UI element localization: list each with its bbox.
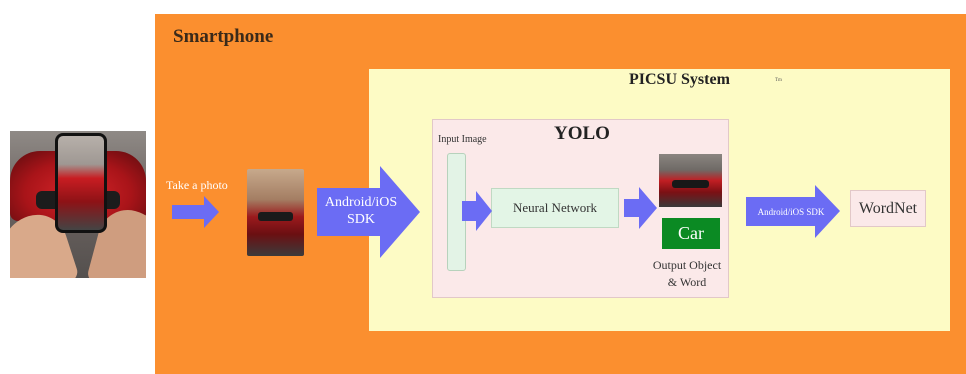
take-photo-label: Take a photo [166, 178, 228, 192]
output-label-line1: Output Object [652, 258, 722, 272]
output-word-box: Car [662, 218, 720, 249]
output-object-label: Output Object & Word [645, 257, 729, 291]
photo-phone [55, 133, 107, 233]
photo-phone-screen [58, 136, 104, 230]
sdk-to-wordnet-arrow [746, 185, 840, 238]
sdk-arrow [317, 166, 420, 258]
yolo-title: YOLO [554, 123, 610, 144]
sdk-arrow-label-line1: Android/iOS [325, 195, 397, 210]
input-image-label: Input Image [438, 134, 487, 145]
output-photo-car-grille [672, 180, 709, 188]
smartphone-title: Smartphone [173, 26, 274, 47]
neural-network-box: Neural Network [491, 188, 619, 228]
sdk-to-wordnet-label: Android/iOS SDK [758, 207, 825, 217]
input-to-network-arrow [462, 191, 492, 231]
picsu-tiny-label: Tm [775, 78, 782, 83]
output-label-line2: & Word [667, 275, 707, 289]
hands-holding-phone-photo [10, 131, 146, 278]
wordnet-box: WordNet [850, 190, 926, 227]
captured-photo-car-grille [258, 212, 293, 221]
sdk-arrow-label-line2: SDK [347, 212, 375, 227]
picsu-system-title: PICSU System [629, 71, 730, 88]
network-to-output-arrow [624, 187, 657, 229]
take-photo-arrow [172, 196, 219, 228]
